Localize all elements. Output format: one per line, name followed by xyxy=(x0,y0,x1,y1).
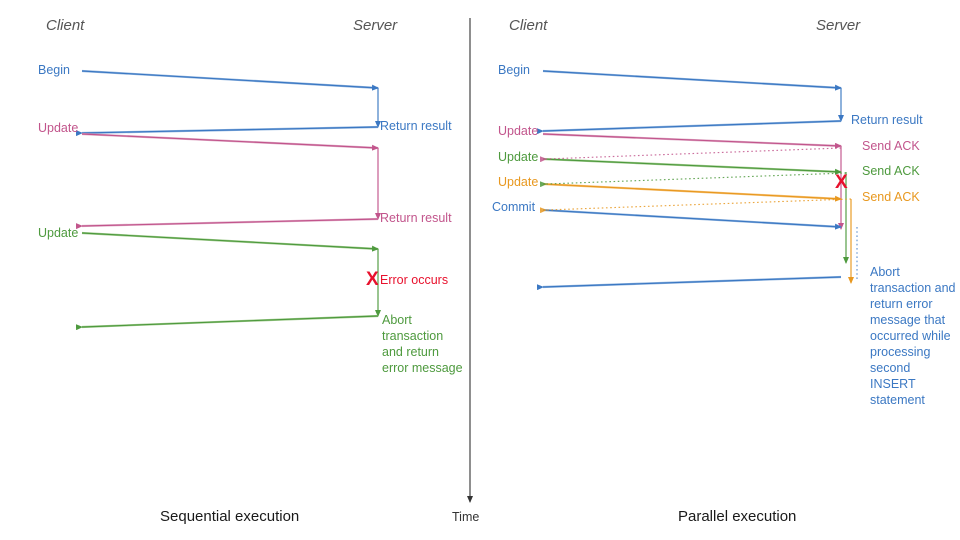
parallel-update-2-arrow xyxy=(542,158,842,175)
parallel-update-2-label: Update xyxy=(498,150,539,164)
sequential-update-1-label: Update xyxy=(38,121,79,135)
parallel-update-3-label: Update xyxy=(498,175,539,189)
sequential-update-2-arrow xyxy=(81,232,379,252)
parallel-server-lane-title: Server xyxy=(816,17,861,34)
sequential-update-1-arrow xyxy=(81,133,379,151)
parallel-return-result-arrow xyxy=(536,120,842,135)
sequential-error-label: Error occurs xyxy=(380,273,449,287)
sequential-update-2-label: Update xyxy=(38,226,79,240)
parallel-client-lane-title: Client xyxy=(509,17,548,34)
sequential-return-result-1-arrow xyxy=(75,126,379,137)
sequential-begin-arrow xyxy=(81,70,379,91)
parallel-send-ack-2-label: Send ACK xyxy=(862,164,920,178)
parallel-update-3-arrow xyxy=(542,183,842,202)
parallel-send-ack-2-arrow xyxy=(539,172,847,188)
parallel-update-1-label: Update xyxy=(498,124,539,138)
parallel-abort-return-arrow xyxy=(536,276,842,291)
parallel-send-ack-1-label: Send ACK xyxy=(862,139,920,153)
parallel-send-ack-3-label: Send ACK xyxy=(862,190,920,204)
parallel-update-1-arrow xyxy=(542,133,842,149)
time-axis-label: Time xyxy=(452,510,480,524)
sequential-abort-message: Abort transaction and return error messa… xyxy=(382,313,463,375)
parallel-commit-label: Commit xyxy=(492,200,536,214)
sequential-abort-return-arrow xyxy=(75,315,379,331)
sequential-caption: Sequential execution xyxy=(160,508,300,525)
parallel-send-ack-1-arrow xyxy=(539,147,842,163)
arrow-layer xyxy=(75,69,858,331)
parallel-commit-arrow xyxy=(542,209,842,230)
parallel-caption: Parallel execution xyxy=(678,508,797,525)
parallel-return-result-label: Return result xyxy=(851,113,923,127)
parallel-error-x-icon: X xyxy=(835,172,848,193)
sequential-server-lane-title: Server xyxy=(353,17,398,34)
sequential-error-x-icon: X xyxy=(366,269,379,290)
parallel-abort-message: Abort transaction and return error messa… xyxy=(870,265,956,407)
sequential-client-lane-title: Client xyxy=(46,17,85,34)
sequential-return-result-2-label: Return result xyxy=(380,211,452,225)
parallel-send-ack-3-arrow xyxy=(539,198,852,214)
sequential-return-result-1-label: Return result xyxy=(380,119,452,133)
sequential-return-result-2-arrow xyxy=(75,218,379,230)
parallel-begin-label: Begin xyxy=(498,63,530,77)
sequential-begin-label: Begin xyxy=(38,63,70,77)
parallel-begin-arrow xyxy=(542,70,842,91)
